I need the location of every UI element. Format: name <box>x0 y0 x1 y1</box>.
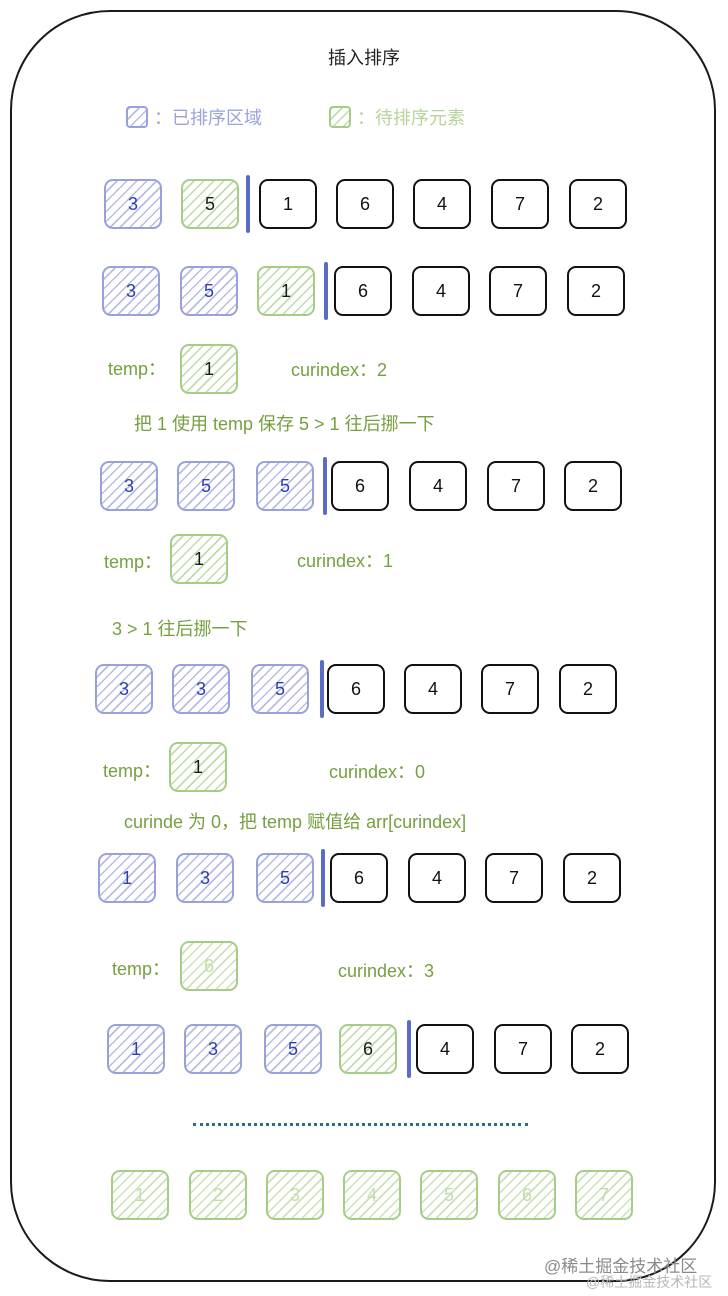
temp-box: 6 <box>180 941 238 991</box>
curindex-label: curindex：2 <box>291 360 388 380</box>
array-cell: 6 <box>330 853 388 903</box>
array-cell: 4 <box>409 461 467 511</box>
array-cell: 6 <box>336 179 394 229</box>
legend-unsorted-label: ：待排序元素 <box>357 108 465 128</box>
array-cell: 2 <box>569 179 627 229</box>
array-cell: 6 <box>339 1024 397 1074</box>
step-caption: 把 1 使用 temp 保存 5 > 1 往后挪一下 <box>134 414 435 434</box>
temp-label: temp： <box>108 359 167 379</box>
array-cell: 4 <box>343 1170 401 1220</box>
sorted-boundary-line <box>246 175 250 233</box>
legend-sorted-label: ：已排序区域 <box>154 108 262 128</box>
diagram-title: 插入排序 <box>328 48 400 68</box>
array-cell: 6 <box>327 664 385 714</box>
curindex-label: curindex：3 <box>338 961 435 981</box>
array-cell: 4 <box>413 179 471 229</box>
sorted-boundary-line <box>323 457 327 515</box>
curindex-label: curindex：0 <box>329 762 426 782</box>
sorted-boundary-line <box>407 1020 411 1078</box>
temp-box: 1 <box>170 534 228 584</box>
array-cell: 4 <box>412 266 470 316</box>
array-cell: 2 <box>567 266 625 316</box>
array-cell: 5 <box>420 1170 478 1220</box>
array-cell: 4 <box>404 664 462 714</box>
array-cell: 5 <box>251 664 309 714</box>
step-caption: 3 > 1 往后挪一下 <box>112 619 248 639</box>
array-cell: 2 <box>189 1170 247 1220</box>
array-cell: 7 <box>494 1024 552 1074</box>
array-cell: 2 <box>564 461 622 511</box>
array-cell: 7 <box>489 266 547 316</box>
array-cell: 3 <box>172 664 230 714</box>
curindex-label: curindex：1 <box>297 551 394 571</box>
sorted-boundary-line <box>320 660 324 718</box>
array-cell: 5 <box>264 1024 322 1074</box>
array-cell: 4 <box>416 1024 474 1074</box>
array-cell: 3 <box>266 1170 324 1220</box>
array-cell: 4 <box>408 853 466 903</box>
temp-label: temp： <box>104 552 163 572</box>
temp-box: 1 <box>180 344 238 394</box>
array-cell: 7 <box>485 853 543 903</box>
legend-unsorted-swatch <box>329 106 351 128</box>
array-cell: 5 <box>180 266 238 316</box>
temp-box: 1 <box>169 742 227 792</box>
array-cell: 3 <box>104 179 162 229</box>
array-cell: 7 <box>481 664 539 714</box>
ellipsis-dots <box>193 1123 528 1126</box>
sorted-boundary-line <box>321 849 325 907</box>
array-cell: 5 <box>181 179 239 229</box>
temp-label: temp： <box>112 959 171 979</box>
array-cell: 7 <box>575 1170 633 1220</box>
array-cell: 3 <box>102 266 160 316</box>
array-cell: 3 <box>184 1024 242 1074</box>
array-cell: 7 <box>487 461 545 511</box>
array-cell: 2 <box>559 664 617 714</box>
array-cell: 3 <box>95 664 153 714</box>
array-cell: 6 <box>498 1170 556 1220</box>
diagram-frame <box>10 10 716 1282</box>
array-cell: 1 <box>259 179 317 229</box>
array-cell: 3 <box>176 853 234 903</box>
array-cell: 6 <box>334 266 392 316</box>
array-cell: 3 <box>100 461 158 511</box>
array-cell: 5 <box>256 461 314 511</box>
array-cell: 6 <box>331 461 389 511</box>
legend-sorted-swatch <box>126 106 148 128</box>
sorted-boundary-line <box>324 262 328 320</box>
array-cell: 5 <box>177 461 235 511</box>
array-cell: 2 <box>571 1024 629 1074</box>
array-cell: 1 <box>98 853 156 903</box>
watermark-shadow: @稀土掘金技术社区 <box>586 1274 713 1290</box>
legend-unsorted: ：待排序元素 <box>329 104 465 130</box>
array-cell: 1 <box>107 1024 165 1074</box>
step-caption: curinde 为 0，把 temp 赋值给 arr[curindex] <box>124 812 467 832</box>
array-cell: 2 <box>563 853 621 903</box>
legend-sorted: ：已排序区域 <box>126 104 262 130</box>
temp-label: temp： <box>103 761 162 781</box>
array-cell: 5 <box>256 853 314 903</box>
array-cell: 7 <box>491 179 549 229</box>
array-cell: 1 <box>257 266 315 316</box>
watermark: @稀土掘金技术社区 <box>544 1257 698 1276</box>
array-cell: 1 <box>111 1170 169 1220</box>
